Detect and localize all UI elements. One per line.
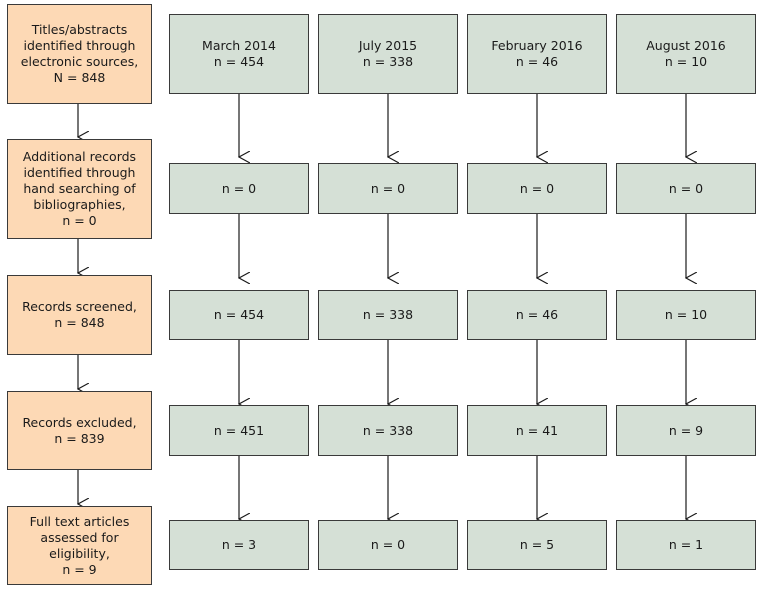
stage-screened: Records screened, n = 848 [7,275,152,355]
cell-august-2016-full-text: n = 1 [616,520,756,570]
header-july-2015: July 2015 n = 338 [318,14,458,94]
stage-full-text: Full text articles assessed for eligibil… [7,506,152,585]
cell-july-2015-excluded: n = 338 [318,405,458,456]
cell-march-2014-full-text: n = 3 [169,520,309,570]
header-march-2014: March 2014 n = 454 [169,14,309,94]
cell-july-2015-additional: n = 0 [318,163,458,214]
stage-identified: Titles/abstracts identified through elec… [7,4,152,104]
cell-march-2014-screened: n = 454 [169,290,309,340]
cell-august-2016-screened: n = 10 [616,290,756,340]
cell-august-2016-additional: n = 0 [616,163,756,214]
header-february-2016: February 2016 n = 46 [467,14,607,94]
cell-august-2016-excluded: n = 9 [616,405,756,456]
header-august-2016: August 2016 n = 10 [616,14,756,94]
cell-february-2016-additional: n = 0 [467,163,607,214]
cell-february-2016-full-text: n = 5 [467,520,607,570]
cell-february-2016-excluded: n = 41 [467,405,607,456]
cell-july-2015-screened: n = 338 [318,290,458,340]
cell-march-2014-additional: n = 0 [169,163,309,214]
stage-additional-records: Additional records identified through ha… [7,139,152,239]
stage-excluded: Records excluded, n = 839 [7,391,152,470]
cell-march-2014-excluded: n = 451 [169,405,309,456]
cell-february-2016-screened: n = 46 [467,290,607,340]
cell-july-2015-full-text: n = 0 [318,520,458,570]
